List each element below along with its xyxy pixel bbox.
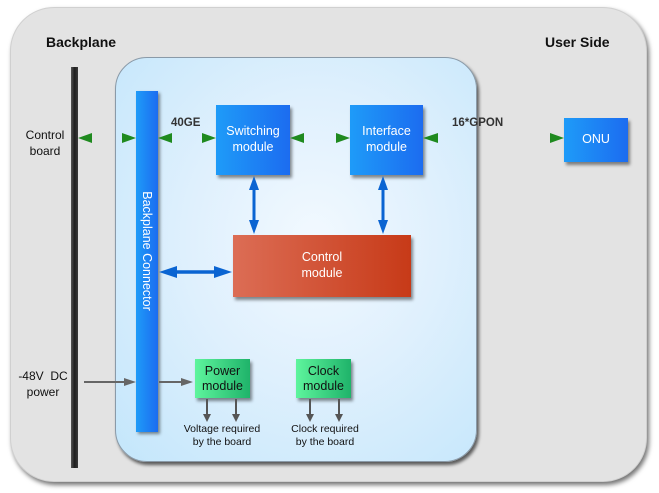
dc-power-label-line2: power bbox=[26, 384, 60, 399]
backplane-connector bbox=[136, 91, 158, 432]
interface-module-line1: Interface bbox=[362, 124, 411, 139]
switch-interface-arrow bbox=[290, 133, 350, 143]
uplink-arrow bbox=[158, 133, 216, 143]
connector-power-arrow bbox=[159, 378, 193, 386]
voltage-output-line1: Voltage required bbox=[183, 423, 261, 435]
interface-control-arrow bbox=[378, 176, 388, 234]
clock-module-line2: module bbox=[303, 378, 344, 393]
switch-control-arrow bbox=[249, 176, 259, 234]
user-side-heading: User Side bbox=[545, 34, 610, 50]
onu-box: ONU bbox=[564, 118, 628, 162]
clock-out-arrows bbox=[306, 399, 343, 422]
clock-module-line1: Clock bbox=[307, 363, 340, 378]
connector-control-arrow bbox=[159, 266, 232, 278]
control-module-line1: Control bbox=[301, 250, 343, 265]
control-module-line2: module bbox=[301, 266, 343, 280]
clock-output-line2: by the board bbox=[295, 435, 355, 448]
control-board-link-arrow bbox=[78, 133, 136, 143]
interface-module-line2: module bbox=[365, 140, 407, 154]
voltage-out-arrows bbox=[203, 399, 240, 422]
power-module-line2: module bbox=[202, 378, 243, 393]
voltage-output-line2: by the board bbox=[192, 435, 252, 448]
control-board-label-line1: Control bbox=[25, 128, 65, 142]
downlink-label: 16*GPON bbox=[452, 117, 504, 129]
clock-output-line1: Clock required bbox=[291, 423, 359, 435]
backplane-bus bbox=[71, 67, 78, 468]
switching-module-line2: module bbox=[232, 140, 274, 154]
dc-power-label-line1: -48V DC bbox=[18, 369, 68, 383]
dc-power-label: -48V DC power bbox=[12, 369, 74, 400]
voltage-output-label: Voltage required by the board bbox=[184, 423, 260, 448]
uplink-label: 40GE bbox=[171, 117, 201, 129]
switching-module-line1: Switching bbox=[226, 124, 280, 139]
downlink-arrow bbox=[423, 133, 564, 143]
clock-output-label: Clock required by the board bbox=[291, 423, 359, 448]
onu-label: ONU bbox=[582, 132, 610, 147]
backplane-heading: Backplane bbox=[46, 34, 117, 50]
control-board-label-line2: board bbox=[29, 143, 61, 158]
control-board-label: Control board bbox=[20, 128, 70, 159]
power-module-line1: Power bbox=[204, 363, 241, 378]
dc-power-in-arrow bbox=[84, 378, 136, 386]
